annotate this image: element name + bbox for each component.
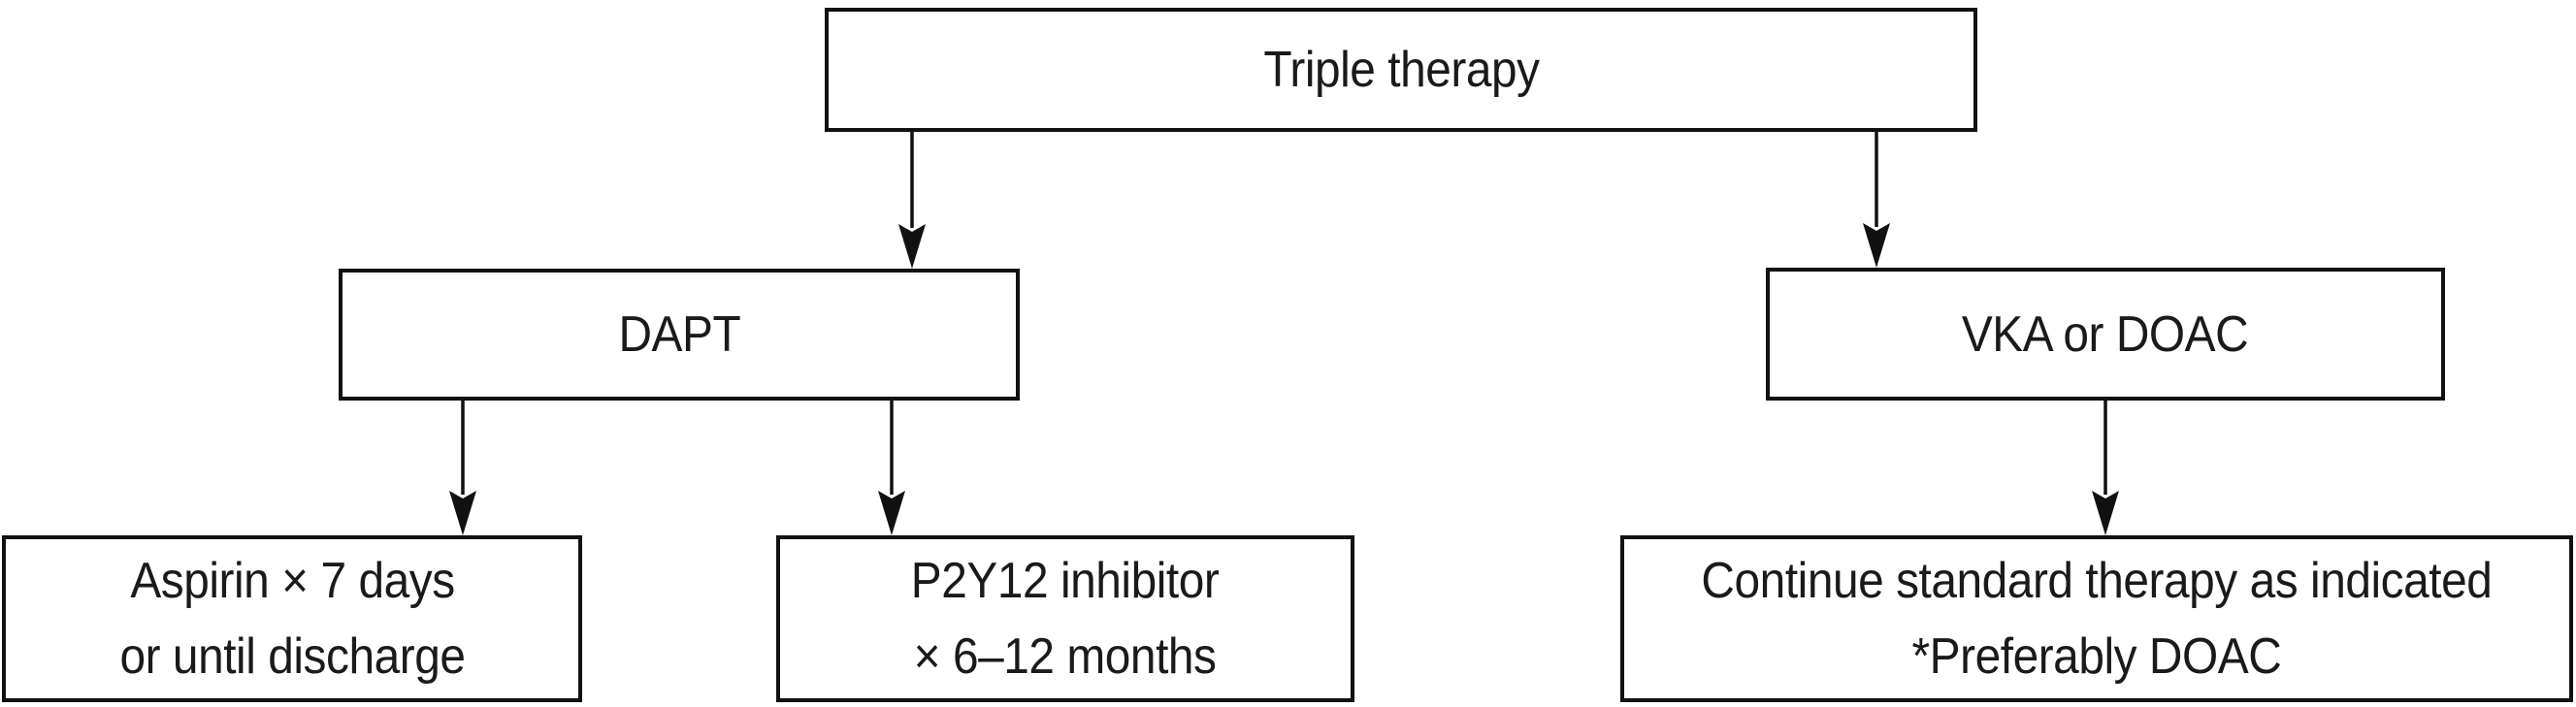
node-aspirin-label: Aspirin × 7 days or until discharge	[118, 543, 466, 694]
node-triple-therapy-label: Triple therapy	[1262, 42, 1540, 98]
node-triple-therapy: Triple therapy	[825, 8, 1977, 132]
edge-vka-to-continue-arrowhead-icon	[2092, 491, 2119, 535]
node-aspirin-line2: or until discharge	[118, 628, 466, 685]
edge-triple-to-vka	[1863, 132, 1890, 268]
edge-dapt-to-aspirin	[449, 401, 476, 535]
node-vka-or-doac-label: VKA or DOAC	[1962, 305, 2249, 363]
edge-triple-to-dapt-arrowhead-icon	[898, 224, 926, 269]
edge-dapt-to-p2y12-arrowhead-icon	[878, 491, 905, 535]
node-dapt: DAPT	[339, 269, 1020, 401]
node-p2y12-inhibitor-label: P2Y12 inhibitor × 6–12 months	[911, 543, 1220, 694]
edge-dapt-to-p2y12	[878, 401, 905, 535]
node-aspirin-line1: Aspirin × 7 days	[129, 553, 455, 609]
edge-dapt-to-aspirin-arrowhead-icon	[449, 491, 476, 535]
node-p2y12-inhibitor: P2Y12 inhibitor × 6–12 months	[776, 535, 1354, 702]
edge-vka-to-continue	[2092, 401, 2119, 535]
node-continue-standard-therapy-label: Continue standard therapy as indicated *…	[1702, 543, 2493, 694]
node-vka-or-doac: VKA or DOAC	[1766, 268, 2445, 401]
node-aspirin: Aspirin × 7 days or until discharge	[2, 535, 582, 702]
node-p2y12-line1: P2Y12 inhibitor	[911, 553, 1220, 609]
node-continue-line1: Continue standard therapy as indicated	[1701, 553, 2493, 609]
edge-triple-to-vka-arrowhead-icon	[1863, 223, 1890, 268]
node-continue-standard-therapy: Continue standard therapy as indicated *…	[1620, 535, 2573, 702]
node-continue-line2: *Preferably DOAC	[1911, 628, 2282, 685]
node-p2y12-line2: × 6–12 months	[914, 628, 1217, 685]
edge-triple-to-dapt	[898, 132, 926, 269]
node-dapt-label: DAPT	[618, 306, 740, 363]
